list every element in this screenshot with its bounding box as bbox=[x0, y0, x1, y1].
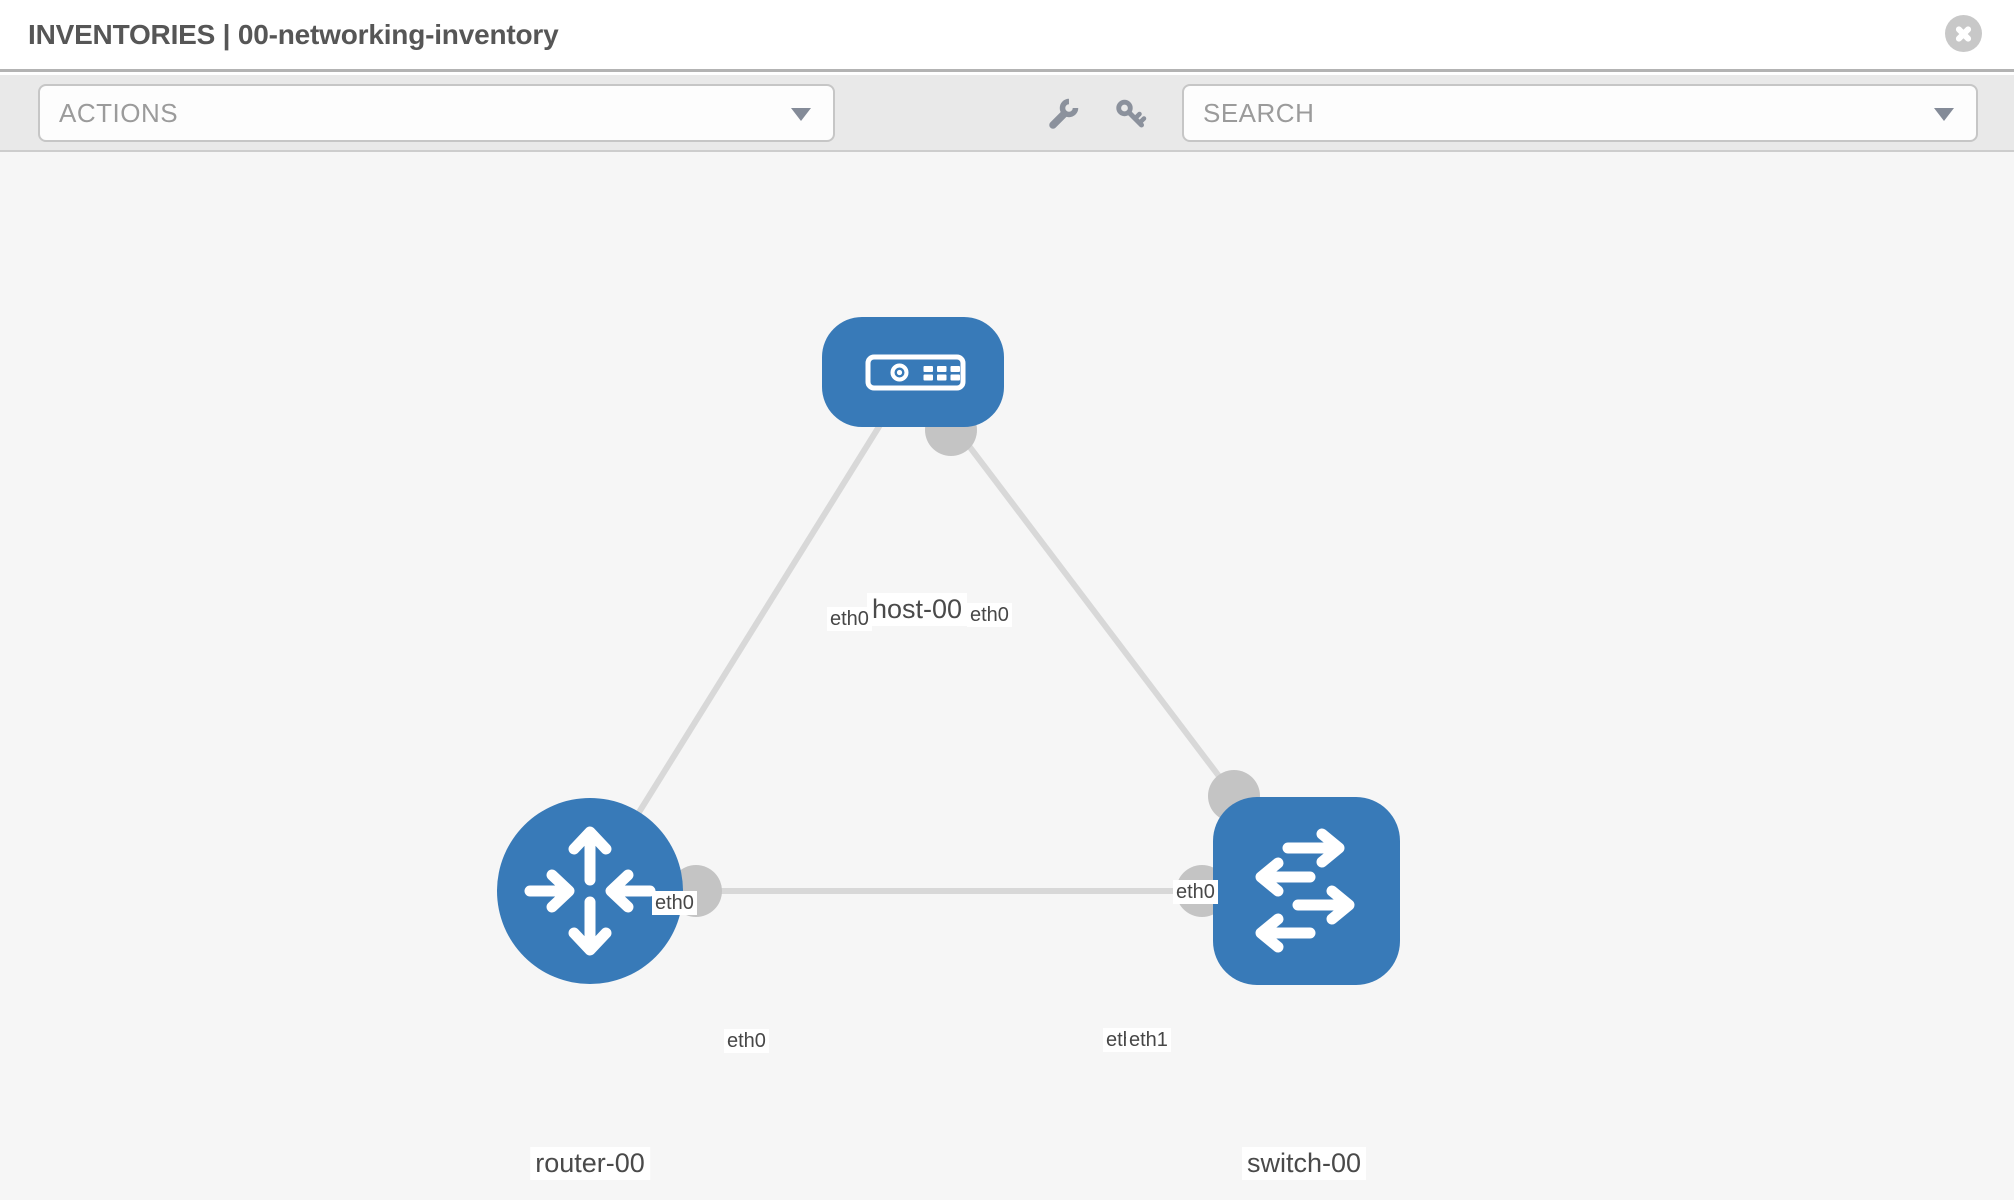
interface-label-host-right: eth0 bbox=[967, 603, 1012, 627]
wrench-icon[interactable] bbox=[1045, 95, 1083, 133]
link-host-router[interactable] bbox=[587, 370, 916, 893]
node-switch[interactable] bbox=[1213, 797, 1400, 985]
close-button[interactable] bbox=[1945, 15, 1982, 52]
node-label-switch[interactable]: switch-00 bbox=[1241, 1147, 1367, 1180]
chevron-down-icon bbox=[791, 108, 811, 121]
interface-label-host-switch: eth0 bbox=[1173, 880, 1218, 904]
host-icon bbox=[865, 354, 966, 391]
chevron-down-icon bbox=[1934, 108, 1954, 121]
actions-dropdown-label: ACTIONS bbox=[59, 98, 179, 128]
search-dropdown[interactable]: SEARCH bbox=[1182, 84, 1978, 142]
router-icon bbox=[524, 826, 656, 956]
search-dropdown-label: SEARCH bbox=[1203, 98, 1315, 128]
node-host[interactable] bbox=[822, 317, 1004, 427]
interface-label-router-right: eth0 bbox=[724, 1029, 769, 1053]
interface-label-host-router: eth0 bbox=[652, 891, 697, 915]
topology-canvas[interactable]: host-00 router-00 switch-00 eth0 eth0 et… bbox=[0, 152, 2014, 1200]
node-label-host[interactable]: host-00 bbox=[866, 593, 968, 626]
key-icon[interactable] bbox=[1114, 95, 1152, 133]
header: INVENTORIES | 00-networking-inventory bbox=[0, 0, 2014, 72]
interface-label-host-left: eth0 bbox=[827, 607, 872, 631]
page-title: INVENTORIES | 00-networking-inventory bbox=[28, 19, 559, 50]
actions-dropdown[interactable]: ACTIONS bbox=[38, 84, 835, 142]
interface-label-switch-eth1: eth1 bbox=[1126, 1028, 1171, 1052]
node-router[interactable] bbox=[497, 798, 683, 984]
close-icon bbox=[1945, 15, 1982, 52]
toolbar: ACTIONS SEARCH bbox=[0, 75, 2014, 152]
switch-icon bbox=[1255, 828, 1355, 953]
node-label-router[interactable]: router-00 bbox=[530, 1147, 650, 1180]
